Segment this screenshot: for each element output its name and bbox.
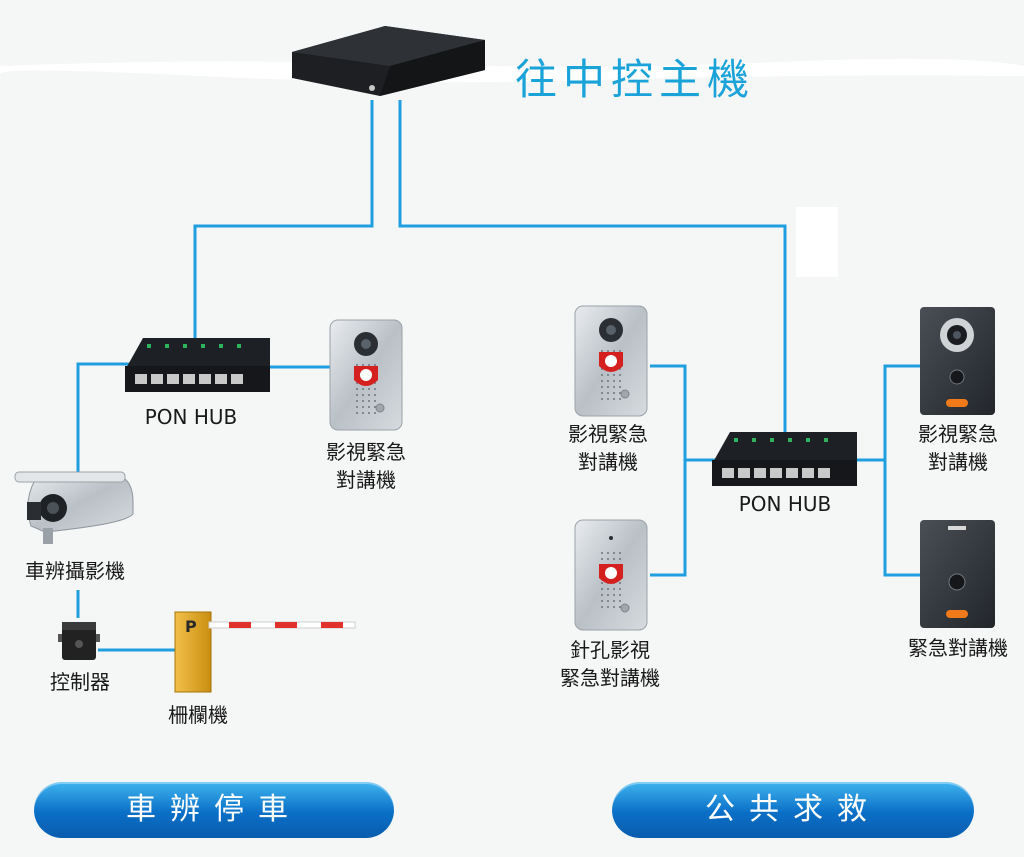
video-emergency-intercom-icon bbox=[574, 305, 648, 417]
pon-hub-icon bbox=[712, 432, 857, 486]
pinhole-intercom-icon bbox=[574, 519, 648, 631]
intercom-right-bottom-label: 緊急對講機 bbox=[908, 636, 1008, 660]
dark-video-intercom-icon bbox=[920, 307, 995, 415]
pon-hub-icon bbox=[125, 338, 270, 392]
intercom-left-label-1: 影視緊急 bbox=[326, 440, 406, 464]
section-emergency-banner: 公共求救 bbox=[612, 782, 974, 838]
lpr-camera-label: 車辨攝影機 bbox=[25, 559, 125, 583]
barrier-gate-icon: P bbox=[174, 611, 356, 693]
intercom-right-top-label-1: 影視緊急 bbox=[918, 422, 998, 446]
bullet-camera-icon bbox=[14, 471, 134, 544]
controller-icon bbox=[58, 622, 100, 660]
intercom-mid-top-label-1: 影視緊急 bbox=[568, 422, 648, 446]
video-emergency-intercom-icon bbox=[329, 319, 403, 431]
intercom-left-label-2: 對講機 bbox=[336, 468, 396, 492]
intercom-mid-bottom-label-2: 緊急對講機 bbox=[560, 666, 660, 690]
white-patch bbox=[796, 207, 838, 277]
barrier-gate-label: 柵欄機 bbox=[168, 703, 228, 727]
intercom-right-top-label-2: 對講機 bbox=[928, 450, 988, 474]
network-switch-icon bbox=[292, 26, 485, 96]
main-control-title: 往中控主機 bbox=[515, 55, 756, 104]
intercom-mid-top-label-2: 對講機 bbox=[578, 450, 638, 474]
hub-left-label: PON HUB bbox=[144, 405, 238, 429]
dark-emergency-intercom-icon bbox=[920, 520, 995, 628]
brush-stroke bbox=[0, 58, 1024, 83]
controller-label: 控制器 bbox=[50, 670, 110, 694]
intercom-mid-bottom-label-1: 針孔影視 bbox=[570, 638, 650, 662]
barrier-p-sign: P bbox=[185, 617, 197, 636]
section-parking-banner: 車辨停車 bbox=[34, 782, 394, 838]
hub-right-label: PON HUB bbox=[738, 492, 832, 516]
